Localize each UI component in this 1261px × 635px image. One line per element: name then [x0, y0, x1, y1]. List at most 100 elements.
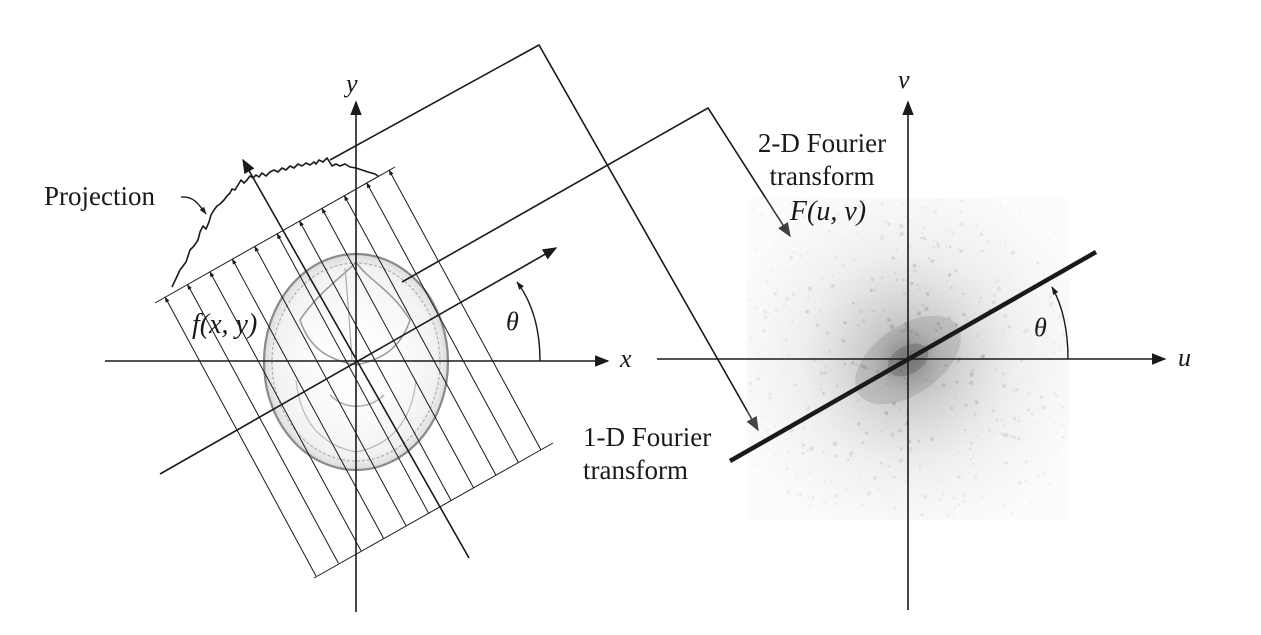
- speckle-dot: [976, 334, 979, 338]
- speckle-dot: [832, 285, 835, 288]
- speckle-dot: [1036, 422, 1039, 425]
- speckle-dot: [1061, 332, 1064, 335]
- speckle-dot: [1052, 351, 1055, 354]
- speckle-dot: [922, 494, 928, 500]
- speckle-dot: [835, 384, 839, 388]
- speckle-dot: [1040, 208, 1042, 210]
- speckle-dot: [1008, 276, 1011, 279]
- speckle-dot: [1014, 501, 1018, 505]
- projection-ray: [276, 232, 429, 514]
- speckle-dot: [921, 303, 925, 307]
- speckle-dot: [827, 229, 832, 234]
- speckle-dot: [957, 474, 961, 479]
- speckle-dot: [946, 280, 948, 282]
- speckle-dot: [857, 399, 861, 402]
- speckle-dot: [1003, 240, 1007, 244]
- speckle-dot: [831, 497, 834, 500]
- theta-label-left: θ: [506, 307, 519, 336]
- speckle-dot: [956, 360, 959, 363]
- speckle-dot: [752, 208, 756, 212]
- speckle-dot: [1062, 423, 1065, 427]
- speckle-dot: [974, 224, 979, 229]
- speckle-dot: [811, 367, 814, 369]
- speckle-dot: [874, 288, 877, 292]
- speckle-dot: [861, 441, 865, 445]
- speckle-dot: [980, 494, 985, 499]
- projection-profile: [171, 157, 379, 288]
- speckle-dot: [830, 481, 833, 483]
- speckle-dot: [996, 286, 1001, 291]
- speckle-dot: [945, 244, 947, 247]
- speckle-dot: [877, 270, 879, 272]
- speckle-dot: [1064, 208, 1067, 211]
- speckle-dot: [971, 368, 975, 373]
- speckle-dot: [856, 421, 861, 426]
- speckle-dot: [806, 470, 810, 474]
- speckle-dot: [774, 308, 778, 312]
- speckle-dot: [858, 309, 863, 314]
- speckle-dot: [777, 223, 779, 225]
- speckle-dot: [760, 211, 764, 215]
- speckle-dot: [1017, 419, 1021, 423]
- speckle-dot: [827, 352, 829, 355]
- speckle-dot: [892, 476, 896, 479]
- speckle-dot: [754, 297, 756, 300]
- speckle-dot: [1010, 434, 1014, 438]
- speckle-dot: [771, 443, 774, 446]
- speckle-dot: [824, 343, 827, 345]
- speckle-dot: [898, 232, 903, 237]
- speckle-dot: [957, 248, 960, 250]
- speckle-dot: [972, 203, 974, 205]
- speckle-dot: [1002, 383, 1007, 388]
- speckle-dot: [1017, 480, 1022, 485]
- speckle-dot: [862, 365, 867, 370]
- speckle-dot: [789, 428, 794, 433]
- speckle-dot: [1011, 255, 1015, 258]
- speckle-dot: [880, 201, 884, 206]
- speckle-dot: [987, 428, 992, 432]
- speckle-dot: [1024, 479, 1027, 483]
- speckle-dot: [1027, 408, 1031, 412]
- speckle-dot: [852, 301, 855, 305]
- speckle-dot: [832, 274, 834, 277]
- speckle-dot: [937, 497, 942, 502]
- speckle-dot: [844, 487, 848, 490]
- speckle-dot: [915, 498, 919, 502]
- speckle-dot: [841, 263, 845, 267]
- speckle-dot: [910, 281, 914, 286]
- speckle-dot: [1035, 453, 1039, 456]
- speckle-dot: [1003, 313, 1008, 319]
- speckle-dot: [825, 365, 828, 367]
- speckle-dot: [795, 492, 798, 495]
- speckle-dot: [791, 320, 794, 323]
- ray-bundle-top-edge: [154, 166, 396, 304]
- speckle-dot: [919, 236, 923, 240]
- speckle-dot: [788, 255, 794, 260]
- speckle-dot: [753, 259, 756, 262]
- speckle-dot: [1014, 387, 1019, 392]
- speckle-dot: [834, 493, 839, 498]
- speckle-dot: [954, 397, 956, 400]
- speckle-dot: [859, 478, 862, 481]
- speckle-dot: [1011, 512, 1014, 515]
- speckle-dot: [962, 292, 965, 296]
- spatial-domain-panel: x y θ f(x, y) Projection: [44, 69, 632, 612]
- speckle-dot: [749, 337, 753, 340]
- speckle-dot: [957, 223, 960, 226]
- speckle-dot: [902, 328, 907, 333]
- speckle-dot: [895, 278, 898, 281]
- speckle-dot: [748, 354, 750, 356]
- speckle-dot: [761, 449, 764, 452]
- speckle-dot: [1059, 512, 1060, 513]
- speckle-dot: [794, 477, 798, 481]
- speckle-dot: [770, 269, 774, 272]
- speckle-dot: [955, 380, 959, 384]
- speckle-dot: [886, 317, 891, 322]
- speckle-dot: [1000, 418, 1004, 422]
- speckle-dot: [891, 401, 897, 406]
- speckle-dot: [783, 303, 787, 306]
- speckle-dot: [857, 323, 860, 327]
- speckle-dot: [794, 383, 798, 387]
- speckle-dot: [949, 406, 954, 411]
- speckle-dot: [949, 286, 953, 290]
